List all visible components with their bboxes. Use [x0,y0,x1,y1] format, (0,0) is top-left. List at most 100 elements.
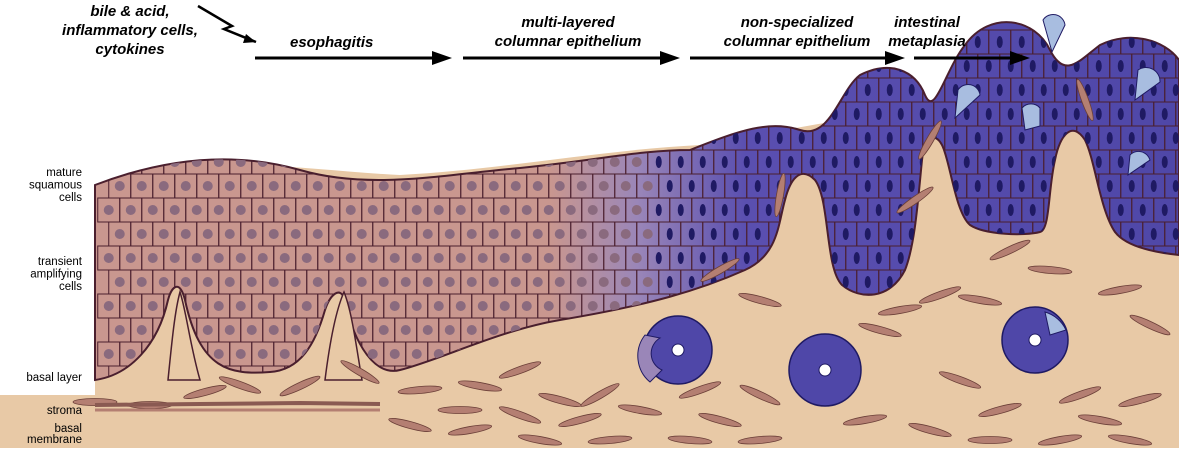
cell-nucleus [368,157,378,167]
cell [516,102,538,126]
cell-nucleus [997,84,1003,96]
cell-nucleus [379,37,389,47]
cell-nucleus [269,133,279,143]
cell-nucleus [1107,132,1113,144]
cell-nucleus [643,85,653,95]
cell-nucleus [986,204,992,216]
cell [615,78,637,102]
cell-nucleus [346,157,356,167]
cell-nucleus [1019,132,1025,144]
cell-nucleus [203,85,213,95]
cell [351,78,373,102]
cell-nucleus [269,229,279,239]
cell-nucleus [621,229,631,239]
cell-nucleus [258,349,268,359]
cell-nucleus [115,85,125,95]
cell-nucleus [887,228,893,240]
cell [252,102,274,126]
cell-nucleus [500,301,510,311]
cell-nucleus [478,109,488,119]
cell-nucleus [511,85,521,95]
cell-nucleus [423,277,433,287]
cell-nucleus [599,229,609,239]
cell-nucleus [566,205,576,215]
cell-nucleus [313,133,323,143]
cell-nucleus [865,84,871,96]
cell-nucleus [412,205,422,215]
cell-nucleus [159,85,169,95]
cell-nucleus [621,277,631,287]
cell-nucleus [126,205,136,215]
cell [340,102,362,126]
cell-nucleus [667,84,673,96]
cell-nucleus [236,205,246,215]
cell-nucleus [357,133,367,143]
cell-nucleus [854,156,860,168]
cell-nucleus [456,253,466,263]
cell-nucleus [357,85,367,95]
cell [417,30,439,54]
side-2-line-0: basal layer [26,372,82,384]
cell-nucleus [1129,84,1135,96]
cell-nucleus [489,181,499,191]
cell-nucleus [192,301,202,311]
cell-nucleus [456,301,466,311]
cell [615,126,637,150]
cell-nucleus [445,325,455,335]
cell-nucleus [722,60,728,72]
cell-nucleus [148,301,158,311]
trigger-label: bile & acid,inflammatory cells,cytokines [62,3,198,58]
cell-nucleus [678,204,684,216]
stage-1-line-1: columnar epithelium [495,33,642,50]
cell-nucleus [821,84,827,96]
cell-nucleus [280,253,290,263]
cell-nucleus [1030,156,1036,168]
cell-nucleus [214,253,224,263]
cell-nucleus [478,157,488,167]
cell-nucleus [247,229,257,239]
cell-nucleus [632,157,642,167]
cell [230,54,252,78]
cell [527,126,549,150]
cell-nucleus [1008,108,1014,120]
cell [395,78,417,102]
cell-nucleus [291,277,301,287]
cell-nucleus [456,61,466,71]
cell-nucleus [445,229,455,239]
cell [450,102,472,126]
cell-nucleus [280,61,290,71]
cell-nucleus [755,84,761,96]
cell-nucleus [1030,60,1036,72]
cell-nucleus [368,301,378,311]
cell-nucleus [678,156,684,168]
cell-nucleus [942,108,948,120]
cell-nucleus [533,277,543,287]
cell-nucleus [1107,84,1113,96]
cell-nucleus [104,253,114,263]
cell-nucleus [291,133,301,143]
cell-nucleus [678,60,684,72]
cell [527,78,549,102]
cell-nucleus [711,84,717,96]
cell-nucleus [599,133,609,143]
cell-nucleus [610,157,620,167]
cell-nucleus [192,253,202,263]
cell-nucleus [843,228,849,240]
cell-nucleus [1118,108,1124,120]
cell-nucleus [1140,204,1146,216]
cell-nucleus [412,349,422,359]
cell-nucleus [126,109,136,119]
cell-nucleus [588,61,598,71]
cell-nucleus [478,205,488,215]
stage-2-line-0: non-specialized [741,14,854,31]
cell-nucleus [225,133,235,143]
cell-nucleus [225,325,235,335]
cell-nucleus [1151,132,1157,144]
cell-nucleus [733,180,739,192]
cell-nucleus [621,181,631,191]
cell-nucleus [953,132,959,144]
cell-nucleus [236,157,246,167]
cell-nucleus [489,277,499,287]
cell-nucleus [346,61,356,71]
cell-nucleus [656,108,662,120]
